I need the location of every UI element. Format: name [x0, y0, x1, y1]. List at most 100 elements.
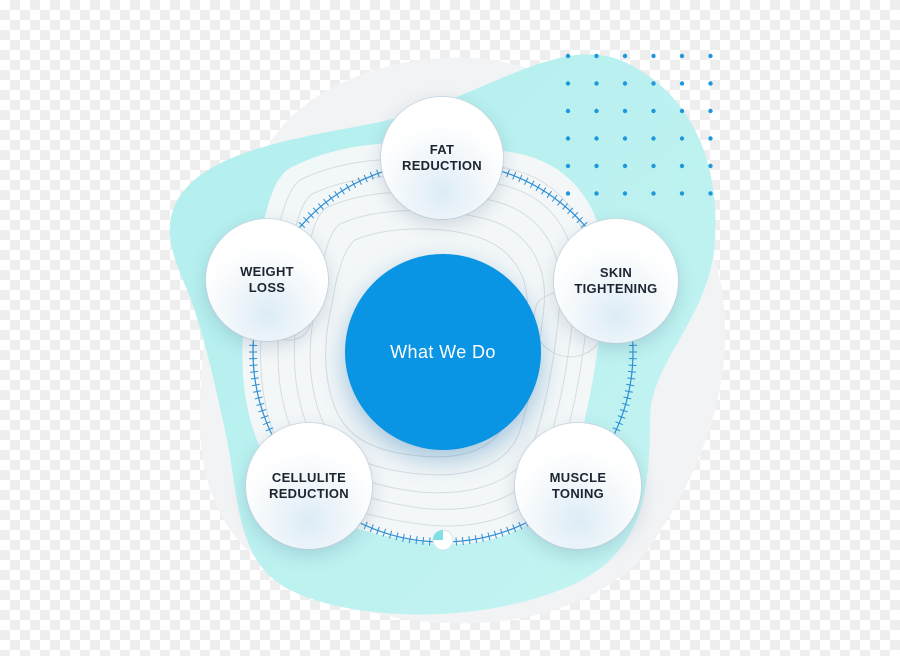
tick-mark [576, 216, 583, 224]
tick-mark [312, 207, 319, 215]
grid-dot [622, 163, 628, 169]
tick-mark [571, 212, 579, 219]
tick-mark [626, 383, 635, 387]
tick-mark [351, 180, 357, 189]
tick-mark [617, 415, 626, 419]
grid-dot [651, 163, 656, 169]
tick-mark [627, 370, 636, 373]
grid-dot [594, 81, 599, 86]
tick-mark [258, 409, 267, 413]
grid-dot [651, 191, 656, 196]
tick-mark [357, 177, 362, 186]
node-label: MUSCLE TONING [549, 470, 607, 501]
node-label: WEIGHT LOSS [240, 264, 294, 295]
tick-mark [260, 415, 269, 419]
tick-mark [389, 530, 393, 539]
node-muscle-toning: MUSCLE TONING [515, 423, 641, 549]
node-skin-tightening: SKIN TIGHTENING [554, 219, 678, 343]
grid-dot [708, 163, 713, 169]
tick-mark [429, 537, 431, 546]
tick-mark [623, 396, 632, 400]
tick-mark [415, 536, 418, 545]
grid-dot [708, 108, 713, 114]
tick-mark [254, 396, 263, 400]
tick-mark [369, 171, 374, 180]
tick-mark [249, 364, 258, 366]
grid-dot [622, 191, 628, 196]
tick-mark [256, 402, 265, 406]
tick-mark [551, 194, 558, 202]
grid-dot [594, 191, 599, 196]
grid-dot [622, 81, 628, 86]
tick-mark [262, 421, 271, 426]
grid-dot [622, 53, 628, 59]
tick-mark [621, 402, 630, 406]
tick-mark [455, 537, 457, 546]
grid-dot [594, 136, 599, 141]
tick-mark [363, 521, 368, 530]
tick-mark [323, 198, 329, 206]
tick-mark [250, 377, 259, 380]
tick-mark [612, 427, 621, 432]
tick-mark [250, 370, 259, 373]
tick-mark [376, 169, 380, 178]
tick-mark [512, 524, 517, 533]
grid-dot [622, 136, 628, 141]
tick-mark [303, 216, 310, 224]
tick-mark [317, 203, 324, 210]
tick-mark [562, 203, 569, 210]
dot-grid [565, 53, 713, 196]
tick-mark [628, 364, 637, 366]
tick-mark [557, 198, 563, 206]
grid-dot [708, 53, 713, 59]
grid-dot [679, 136, 685, 141]
node-cellulite-reduction: CELLULITE REDUCTION [246, 423, 372, 549]
grid-dot [565, 191, 571, 196]
tick-mark [529, 180, 535, 189]
grid-dot [565, 81, 571, 86]
tick-mark [541, 187, 547, 195]
node-fat-reduction: FAT REDUCTION [381, 97, 503, 219]
grid-dot [679, 163, 685, 169]
grid-dot [594, 163, 599, 169]
grid-dot [708, 136, 713, 141]
tick-mark [481, 533, 484, 542]
tick-mark [518, 174, 523, 183]
grid-dot [679, 53, 685, 59]
tick-mark [328, 194, 335, 202]
tick-mark [422, 536, 425, 545]
tick-mark [298, 221, 306, 228]
tick-mark [468, 536, 471, 545]
grid-dot [679, 108, 685, 114]
grid-dot [651, 108, 656, 114]
tick-mark [363, 174, 368, 183]
center-circle: What We Do [345, 254, 541, 450]
grid-dot [565, 108, 571, 114]
tick-mark [627, 377, 636, 380]
tick-mark [624, 390, 633, 393]
tick-mark [535, 183, 541, 192]
grid-dot [651, 136, 656, 141]
tick-mark [500, 528, 504, 537]
node-label: FAT REDUCTION [402, 142, 482, 173]
grid-dot [651, 53, 656, 59]
tick-mark [524, 177, 529, 186]
tick-mark [506, 526, 510, 535]
tick-mark [339, 187, 345, 195]
tick-mark [345, 183, 351, 192]
tick-mark [506, 169, 510, 178]
tick-mark [253, 390, 262, 393]
grid-dot [651, 81, 656, 86]
center-label: What We Do [390, 341, 496, 362]
ring-marker [432, 529, 454, 551]
tick-mark [474, 535, 478, 544]
tick-mark [334, 190, 340, 199]
tick-mark [580, 221, 588, 228]
tick-mark [518, 521, 523, 530]
tick-mark [251, 383, 260, 387]
node-weight-loss: WEIGHT LOSS [206, 219, 328, 341]
tick-mark [512, 171, 517, 180]
tick-mark [369, 524, 374, 533]
tick-mark [376, 526, 380, 535]
grid-dot [708, 81, 713, 86]
